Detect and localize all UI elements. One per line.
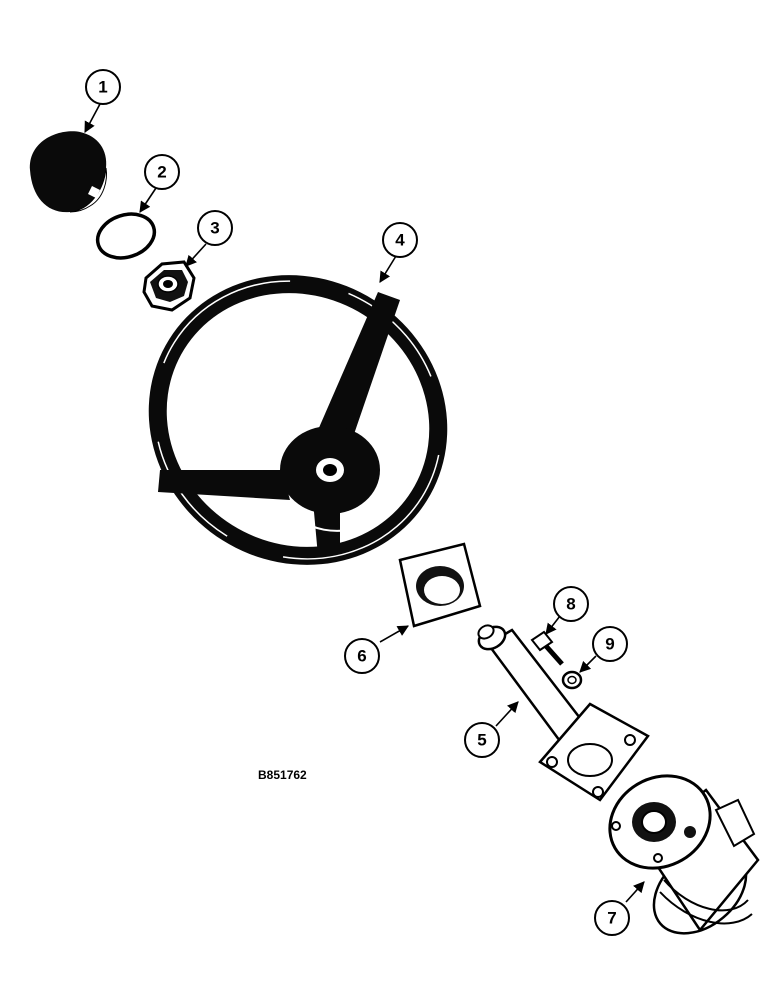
callout-3: 3 [197, 210, 233, 246]
ring-part [95, 212, 157, 260]
steering-wheel-part [148, 275, 448, 565]
leader-7 [625, 881, 645, 903]
leader-2 [139, 187, 157, 213]
drawing-number: B851762 [258, 768, 307, 782]
callout-2: 2 [144, 154, 180, 190]
callout-5: 5 [464, 722, 500, 758]
nut-part [142, 260, 196, 312]
callout-4-label: 4 [395, 231, 405, 250]
callout-8: 8 [553, 586, 589, 622]
leader-6 [379, 625, 409, 643]
callout-6: 6 [344, 638, 380, 674]
leader-1 [84, 103, 101, 133]
leader-8 [545, 615, 561, 635]
callout-9: 9 [592, 626, 628, 662]
leader-4 [379, 255, 397, 283]
cap-part [29, 131, 107, 213]
plate-part [398, 542, 482, 628]
callout-1-label: 1 [98, 78, 107, 97]
leader-3 [185, 243, 207, 267]
callout-4: 4 [382, 222, 418, 258]
callout-9-label: 9 [605, 635, 614, 654]
callout-3-label: 3 [210, 219, 219, 238]
callout-7-label: 7 [607, 909, 616, 928]
steering-motor-part [608, 774, 760, 935]
callout-5-label: 5 [477, 731, 486, 750]
callout-1: 1 [85, 69, 121, 105]
steering-column-part [477, 624, 650, 802]
callout-6-label: 6 [357, 647, 366, 666]
callout-8-label: 8 [566, 595, 575, 614]
leader-9 [579, 655, 597, 673]
bolt-part [530, 630, 564, 666]
leader-5 [495, 701, 519, 727]
washer-part [561, 670, 583, 690]
callout-7: 7 [594, 900, 630, 936]
callout-2-label: 2 [157, 163, 166, 182]
